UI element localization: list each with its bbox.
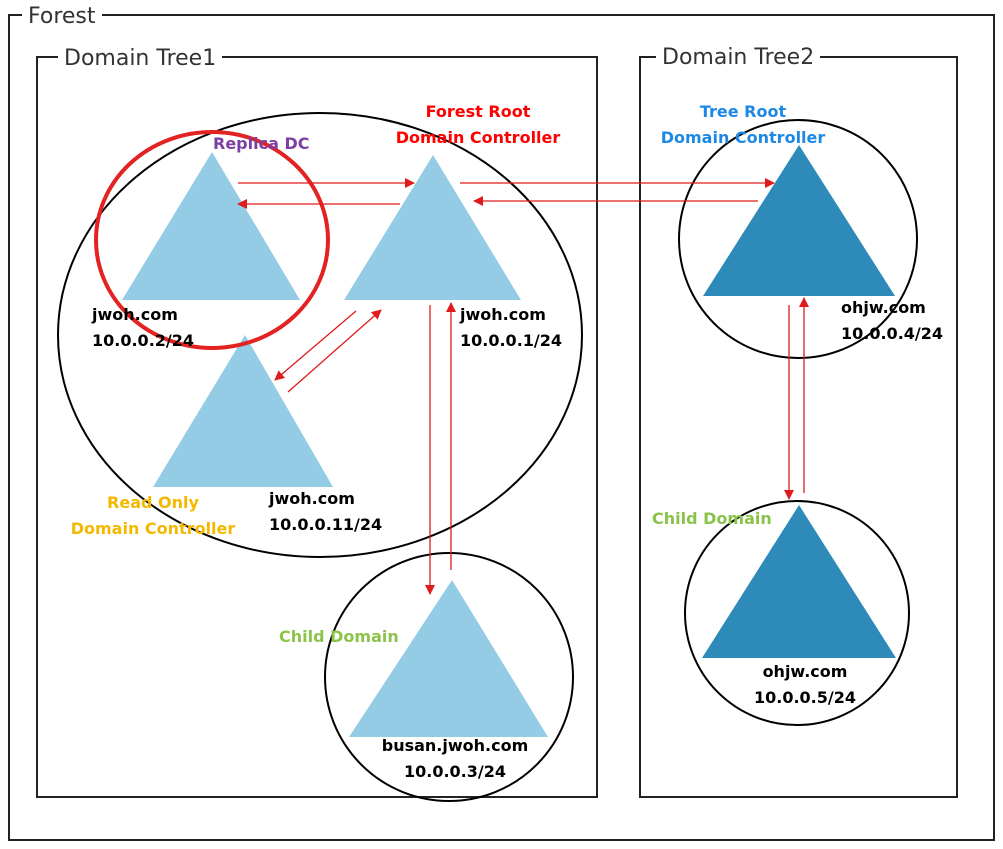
arrow-read-only-to-forest-root [287,309,382,393]
read-only-label-line1: Read Only [107,493,199,512]
forest-root-node-label: jwoh.com 10.0.0.1/24 [460,302,562,354]
ohjw-child-triangle [702,505,896,658]
busan-node-label: busan.jwoh.com 10.0.0.3/24 [360,733,550,785]
busan-child-triangle [349,580,548,737]
read-only-node-label: jwoh.com 10.0.0.11/24 [269,486,382,538]
ohjw-child-node-label: ohjw.com 10.0.0.5/24 [720,659,890,711]
read-only-label: Read Only Domain Controller [58,490,248,542]
tree-root-label-line2: Domain Controller [660,128,826,147]
read-only-label-line2: Domain Controller [70,519,236,538]
tree-root-dc-triangle [703,145,895,296]
forest-root-label: Forest Root Domain Controller [388,99,568,151]
replica-node-label: jwoh.com 10.0.0.2/24 [92,302,194,354]
child-domain-label-1: Child Domain [279,627,399,646]
forest-root-label-line1: Forest Root [425,102,531,121]
domain-tree1-frame [36,56,598,798]
replica-dc-label: Replica DC [213,134,310,153]
tree-root-label: Tree Root Domain Controller [650,99,836,151]
replication-arrows [237,178,809,595]
tree-root-label-line1: Tree Root [699,102,787,121]
replica-ip: 10.0.0.2/24 [92,331,195,350]
replica-highlight-circle [94,130,330,350]
jwoh-domain-ellipse [57,112,583,558]
ohjw-child-ip: 10.0.0.5/24 [753,688,856,707]
domain-tree1-title: Domain Tree1 [58,46,223,72]
busan-domain-circle [324,552,574,802]
ohjw-tree-root-circle [678,119,918,359]
ohjw-child-domain: ohjw.com [762,662,848,681]
forest-root-label-line2: Domain Controller [395,128,561,147]
arrow-forest-root-to-read-only [274,310,357,381]
tree-root-node-label: ohjw.com 10.0.0.4/24 [841,295,943,347]
child-domain-label-2: Child Domain [652,509,772,528]
forest-title: Forest [22,4,102,30]
tree-root-domain: ohjw.com [841,298,926,317]
domain-tree2-title: Domain Tree2 [656,45,821,71]
read-only-ip: 10.0.0.11/24 [269,515,383,534]
ohjw-child-domain-circle [684,500,910,726]
tree-root-ip: 10.0.0.4/24 [841,324,944,343]
replica-domain: jwoh.com [92,305,178,324]
replica-dc-triangle [122,152,300,300]
forest-frame [8,14,995,841]
forest-root-domain: jwoh.com [460,305,546,324]
busan-ip: 10.0.0.3/24 [403,762,506,781]
forest-root-ip: 10.0.0.1/24 [460,331,563,350]
forest-root-dc-triangle [344,155,521,300]
read-only-dc-triangle [153,335,333,487]
busan-domain: busan.jwoh.com [381,736,529,755]
read-only-domain: jwoh.com [269,489,355,508]
